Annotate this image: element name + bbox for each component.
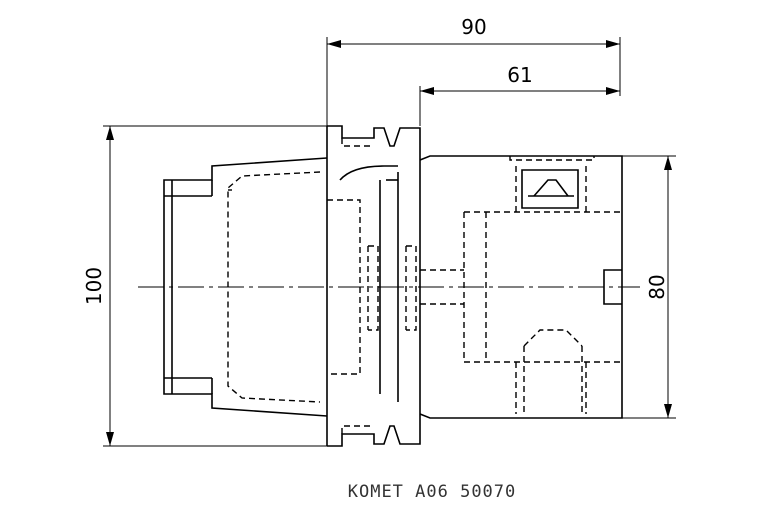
dimension-label-body-diameter: 80 xyxy=(645,274,669,299)
dimension-label-shank-length: 61 xyxy=(507,63,532,87)
dimension-label-flange-diameter: 100 xyxy=(82,267,106,305)
dimension-label-overall-length: 90 xyxy=(461,15,486,39)
drawing-caption: KOMET A06 50070 xyxy=(348,482,517,502)
dimension-overall-length: 90 xyxy=(326,15,621,126)
tool-body xyxy=(419,155,623,419)
taper-shank xyxy=(163,157,361,417)
dimension-flange-diameter: 100 xyxy=(82,125,340,447)
flange-collar xyxy=(326,125,421,447)
dimension-shank-length: 61 xyxy=(419,63,620,126)
